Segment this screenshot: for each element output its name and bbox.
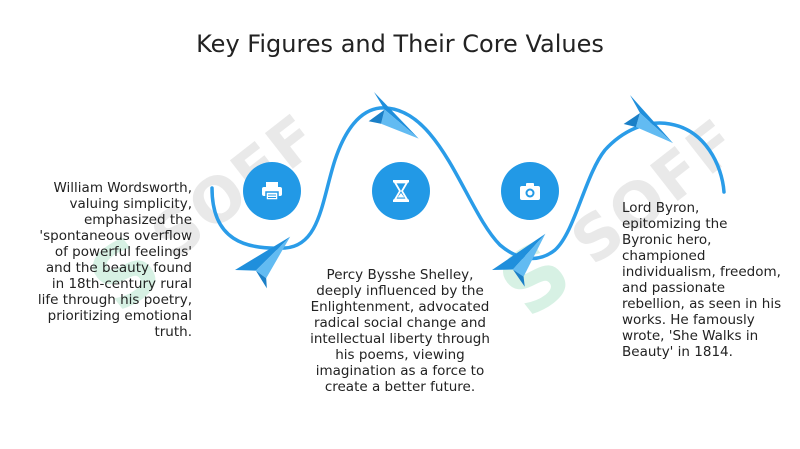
printer-icon-circle — [243, 162, 301, 220]
description-wordsworth: William Wordsworth, valuing simplicity, … — [37, 180, 192, 340]
printer-icon — [262, 182, 282, 201]
description-shelley: Percy Bysshe Shelley, deeply influenced … — [310, 267, 490, 395]
camera-icon-circle — [501, 162, 559, 220]
description-byron: Lord Byron, epitomizing the Byronic hero… — [622, 200, 782, 360]
hourglass-icon — [393, 180, 409, 202]
camera-icon — [520, 183, 540, 200]
page-title: Key Figures and Their Core Values — [196, 30, 604, 58]
paper-plane-1 — [235, 236, 291, 289]
hourglass-icon-circle — [372, 162, 430, 220]
